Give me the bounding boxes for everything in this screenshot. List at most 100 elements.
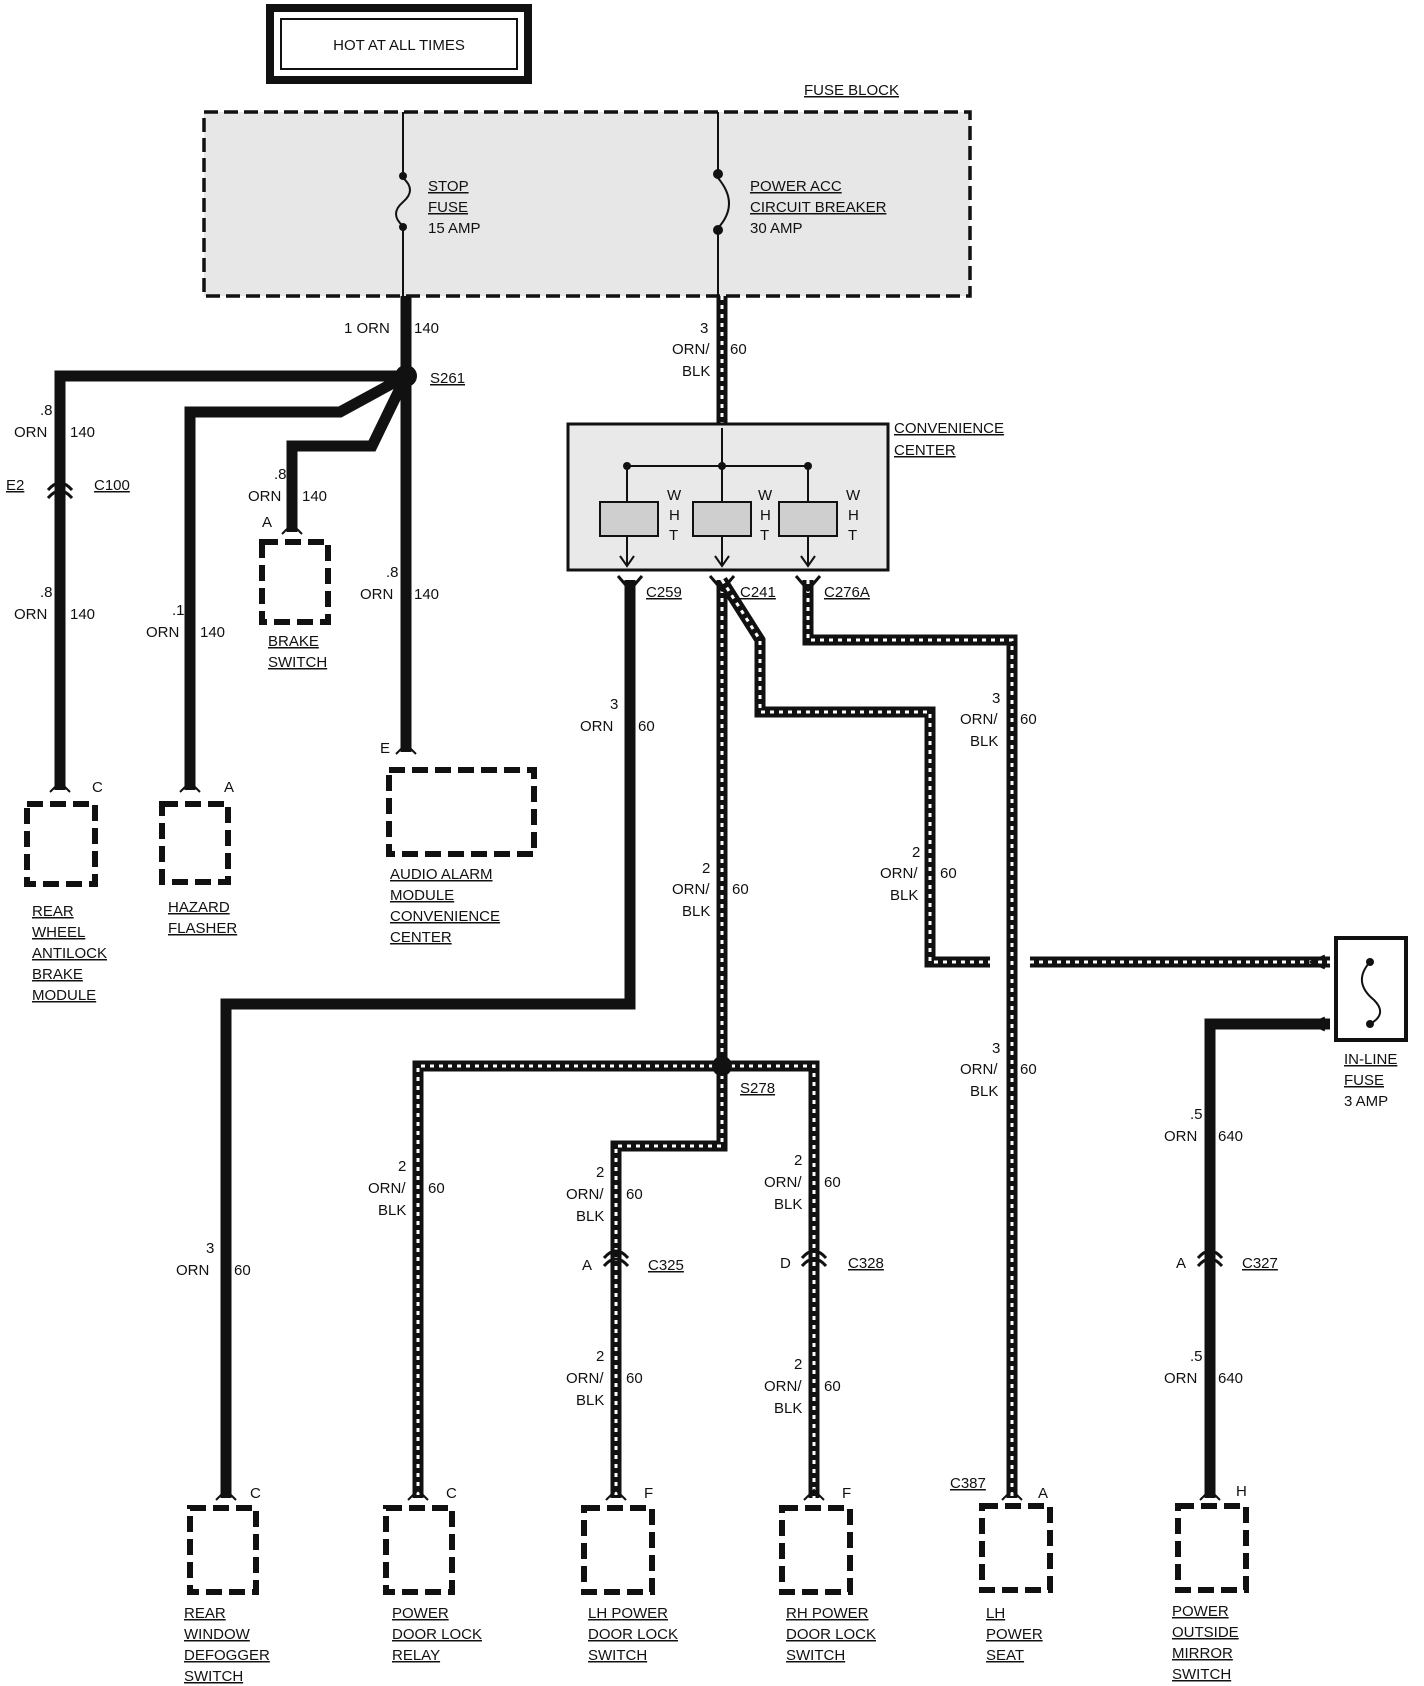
svg-text:ORN/: ORN/ xyxy=(566,1186,604,1203)
svg-text:ORN/: ORN/ xyxy=(764,1378,802,1395)
svg-text:POWER: POWER xyxy=(392,1605,449,1622)
svg-text:CIRCUIT BREAKER: CIRCUIT BREAKER xyxy=(750,199,887,216)
svg-text:AUDIO ALARM: AUDIO ALARM xyxy=(390,866,493,883)
svg-text:3 AMP: 3 AMP xyxy=(1344,1093,1388,1110)
svg-text:LH POWER: LH POWER xyxy=(588,1605,668,1622)
svg-text:W: W xyxy=(667,487,682,504)
svg-text:15 AMP: 15 AMP xyxy=(428,220,481,237)
lh-power-seat: A LH POWER SEAT xyxy=(979,1485,1053,1664)
svg-text:140: 140 xyxy=(70,606,95,623)
svg-text:FLASHER: FLASHER xyxy=(168,920,237,937)
svg-text:WINDOW: WINDOW xyxy=(184,1626,251,1643)
svg-text:60: 60 xyxy=(1020,711,1037,728)
c327-pin: A xyxy=(1176,1255,1186,1272)
svg-text:BLK: BLK xyxy=(774,1400,802,1417)
relay-1: W H T xyxy=(599,466,682,568)
relay-3: W H T xyxy=(778,466,861,568)
svg-text:ORN: ORN xyxy=(1164,1370,1197,1387)
svg-text:60: 60 xyxy=(732,881,749,898)
svg-text:FUSE: FUSE xyxy=(1344,1072,1384,1089)
svg-text:SWITCH: SWITCH xyxy=(1172,1666,1231,1683)
hazard-flasher: A HAZARD FLASHER xyxy=(159,779,237,937)
connectors xyxy=(46,481,1326,1268)
svg-text:T: T xyxy=(760,527,769,544)
svg-text:60: 60 xyxy=(824,1174,841,1191)
svg-text:ORN/: ORN/ xyxy=(672,341,710,358)
circuit-breaker-icon xyxy=(717,177,730,229)
svg-text:BLK: BLK xyxy=(890,887,918,904)
svg-text:POWER ACC: POWER ACC xyxy=(750,178,842,195)
e2-label: E2 xyxy=(6,477,24,494)
svg-text:BLK: BLK xyxy=(970,733,998,750)
hot-at-all-times-header: HOT AT ALL TIMES xyxy=(266,4,532,84)
c327-label: C327 xyxy=(1242,1255,1278,1272)
rh-power-door-lock-switch: F RH POWER DOOR LOCK SWITCH xyxy=(779,1485,876,1664)
svg-text:ORN/: ORN/ xyxy=(960,1061,998,1078)
svg-text:60: 60 xyxy=(428,1180,445,1197)
c325-label: C325 xyxy=(648,1257,684,1274)
svg-text:.8: .8 xyxy=(40,584,53,601)
svg-text:1 ORN: 1 ORN xyxy=(344,320,390,337)
svg-text:BLK: BLK xyxy=(576,1392,604,1409)
rear-wheel-antilock-module: C REAR WHEEL ANTILOCK BRAKE MODULE xyxy=(24,779,107,1004)
stop-fuse-icon xyxy=(395,177,411,227)
svg-text:2: 2 xyxy=(596,1164,604,1181)
svg-text:2: 2 xyxy=(702,860,710,877)
svg-text:BLK: BLK xyxy=(576,1208,604,1225)
svg-text:140: 140 xyxy=(414,586,439,603)
brake-switch: A BRAKE SWITCH xyxy=(259,514,331,671)
svg-text:E: E xyxy=(380,740,390,757)
svg-text:POWER: POWER xyxy=(1172,1603,1229,1620)
c276a-label: C276A xyxy=(824,584,870,601)
svg-text:ORN/: ORN/ xyxy=(368,1180,406,1197)
svg-text:A: A xyxy=(1038,1485,1048,1502)
svg-text:SWITCH: SWITCH xyxy=(184,1668,243,1685)
svg-text:BLK: BLK xyxy=(682,903,710,920)
svg-text:ORN: ORN xyxy=(360,586,393,603)
svg-text:IN-LINE: IN-LINE xyxy=(1344,1051,1397,1068)
svg-text:140: 140 xyxy=(200,624,225,641)
svg-text:CENTER: CENTER xyxy=(390,929,452,946)
svg-text:C: C xyxy=(92,779,103,796)
svg-text:F: F xyxy=(644,1485,653,1502)
svg-text:MIRROR: MIRROR xyxy=(1172,1645,1233,1662)
svg-text:BLK: BLK xyxy=(682,363,710,380)
svg-text:T: T xyxy=(669,527,678,544)
s261-label: S261 xyxy=(430,370,465,387)
svg-text:H: H xyxy=(760,507,771,524)
svg-text:F: F xyxy=(842,1485,851,1502)
svg-text:SWITCH: SWITCH xyxy=(268,654,327,671)
s278-label: S278 xyxy=(740,1080,775,1097)
svg-text:WHEEL: WHEEL xyxy=(32,924,85,941)
svg-text:BRAKE: BRAKE xyxy=(32,966,83,983)
svg-text:3: 3 xyxy=(992,690,1000,707)
c241-label: C241 xyxy=(740,584,776,601)
svg-text:DOOR LOCK: DOOR LOCK xyxy=(588,1626,678,1643)
svg-text:60: 60 xyxy=(824,1378,841,1395)
svg-text:ORN/: ORN/ xyxy=(880,865,918,882)
svg-text:ORN: ORN xyxy=(248,488,281,505)
c328-label: C328 xyxy=(848,1255,884,1272)
svg-text:FUSE: FUSE xyxy=(428,199,468,216)
svg-text:HOT AT ALL TIMES: HOT AT ALL TIMES xyxy=(333,37,465,54)
svg-text:ORN/: ORN/ xyxy=(672,881,710,898)
svg-text:BRAKE: BRAKE xyxy=(268,633,319,650)
svg-text:ORN: ORN xyxy=(14,606,47,623)
lh-power-door-lock-switch: F LH POWER DOOR LOCK SWITCH xyxy=(581,1485,678,1664)
c259-label: C259 xyxy=(646,584,682,601)
svg-text:ORN: ORN xyxy=(146,624,179,641)
svg-text:H: H xyxy=(1236,1483,1247,1500)
svg-text:BLK: BLK xyxy=(774,1196,802,1213)
svg-text:60: 60 xyxy=(1020,1061,1037,1078)
svg-text:RELAY: RELAY xyxy=(392,1647,440,1664)
svg-text:3: 3 xyxy=(700,320,708,337)
svg-text:2: 2 xyxy=(794,1152,802,1169)
svg-text:CENTER: CENTER xyxy=(894,442,956,459)
svg-text:ORN: ORN xyxy=(176,1262,209,1279)
svg-text:2: 2 xyxy=(912,844,920,861)
svg-text:W: W xyxy=(846,487,861,504)
svg-text:DEFOGGER: DEFOGGER xyxy=(184,1647,270,1664)
power-outside-mirror-switch: H POWER OUTSIDE MIRROR SWITCH xyxy=(1172,1483,1249,1683)
svg-text:LH: LH xyxy=(986,1605,1005,1622)
svg-text:T: T xyxy=(848,527,857,544)
